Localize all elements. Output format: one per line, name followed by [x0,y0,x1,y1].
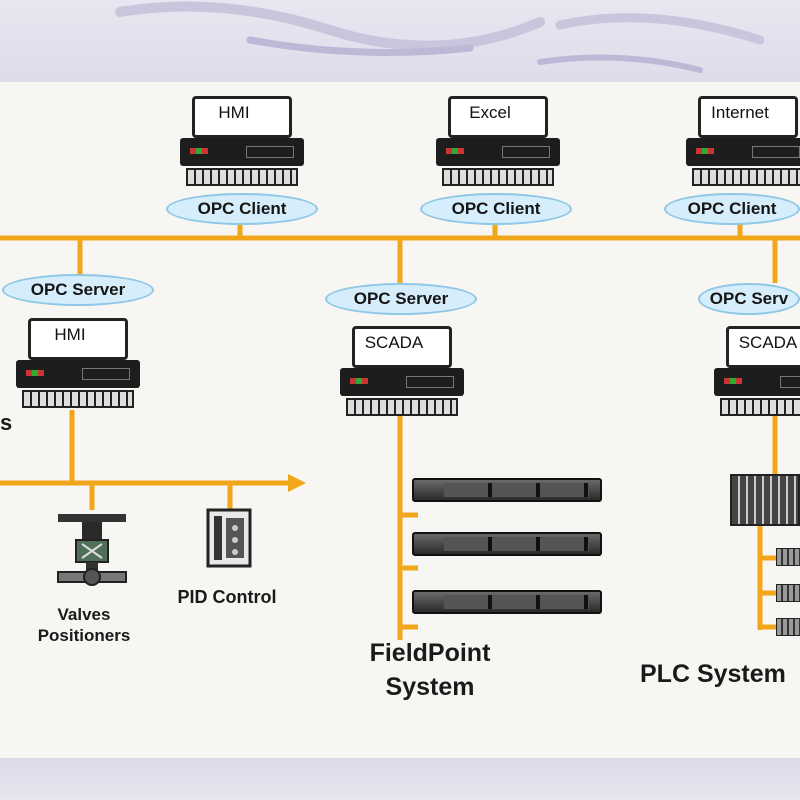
plc-io-module-1 [776,548,800,566]
hmi-server-screen-label: HMI [54,325,86,344]
plc-opc-server-badge: OPC Serv [698,283,800,315]
excel-opc-client-badge: OPC Client [420,193,572,225]
hmi-server-computer: HMI [16,318,140,410]
hmi-opc-server-badge: OPC Server [2,274,154,306]
scada-opc-server-badge: OPC Server [325,283,477,315]
excel-client-screen-label: Excel [469,103,511,122]
device-bus-arrow [288,474,306,492]
top-decorative-band [0,0,800,82]
excel-client-computer: Excel [436,96,560,188]
hmi-client-computer: HMI [180,96,304,188]
plc-rack [730,474,800,526]
plc-server-screen-label: SCADA [738,333,798,352]
bottom-decorative-band [0,758,800,800]
fieldpoint-module-3 [412,590,602,614]
hmi-opc-client-badge: OPC Client [166,193,318,225]
plc-system-label: PLC System [640,660,786,688]
scada-server-screen-label: SCADA [364,333,424,352]
brush-stroke-decoration [115,1,765,73]
plc-server-computer: SCADA [714,326,800,418]
internet-opc-client-badge: OPC Client [664,193,800,225]
hmi-client-screen-label: HMI [218,103,250,122]
plc-io-module-2 [776,584,800,602]
internet-client-computer: Internet [686,96,800,188]
valve-positioner-icon [57,514,127,586]
fieldpoint-module-1 [412,478,602,502]
scada-server-computer: SCADA [340,326,464,418]
left-edge-fragment: s [0,410,13,435]
pid-controller-icon [206,508,252,568]
internet-client-screen-label: Internet [711,103,769,122]
fieldpoint-module-2 [412,532,602,556]
fieldpoint-system-label: FieldPoint System [369,639,491,701]
valves-positioners-label: Valves Positioners [37,605,131,645]
pid-control-label: PID Control [177,587,277,607]
plc-io-module-3 [776,618,800,636]
